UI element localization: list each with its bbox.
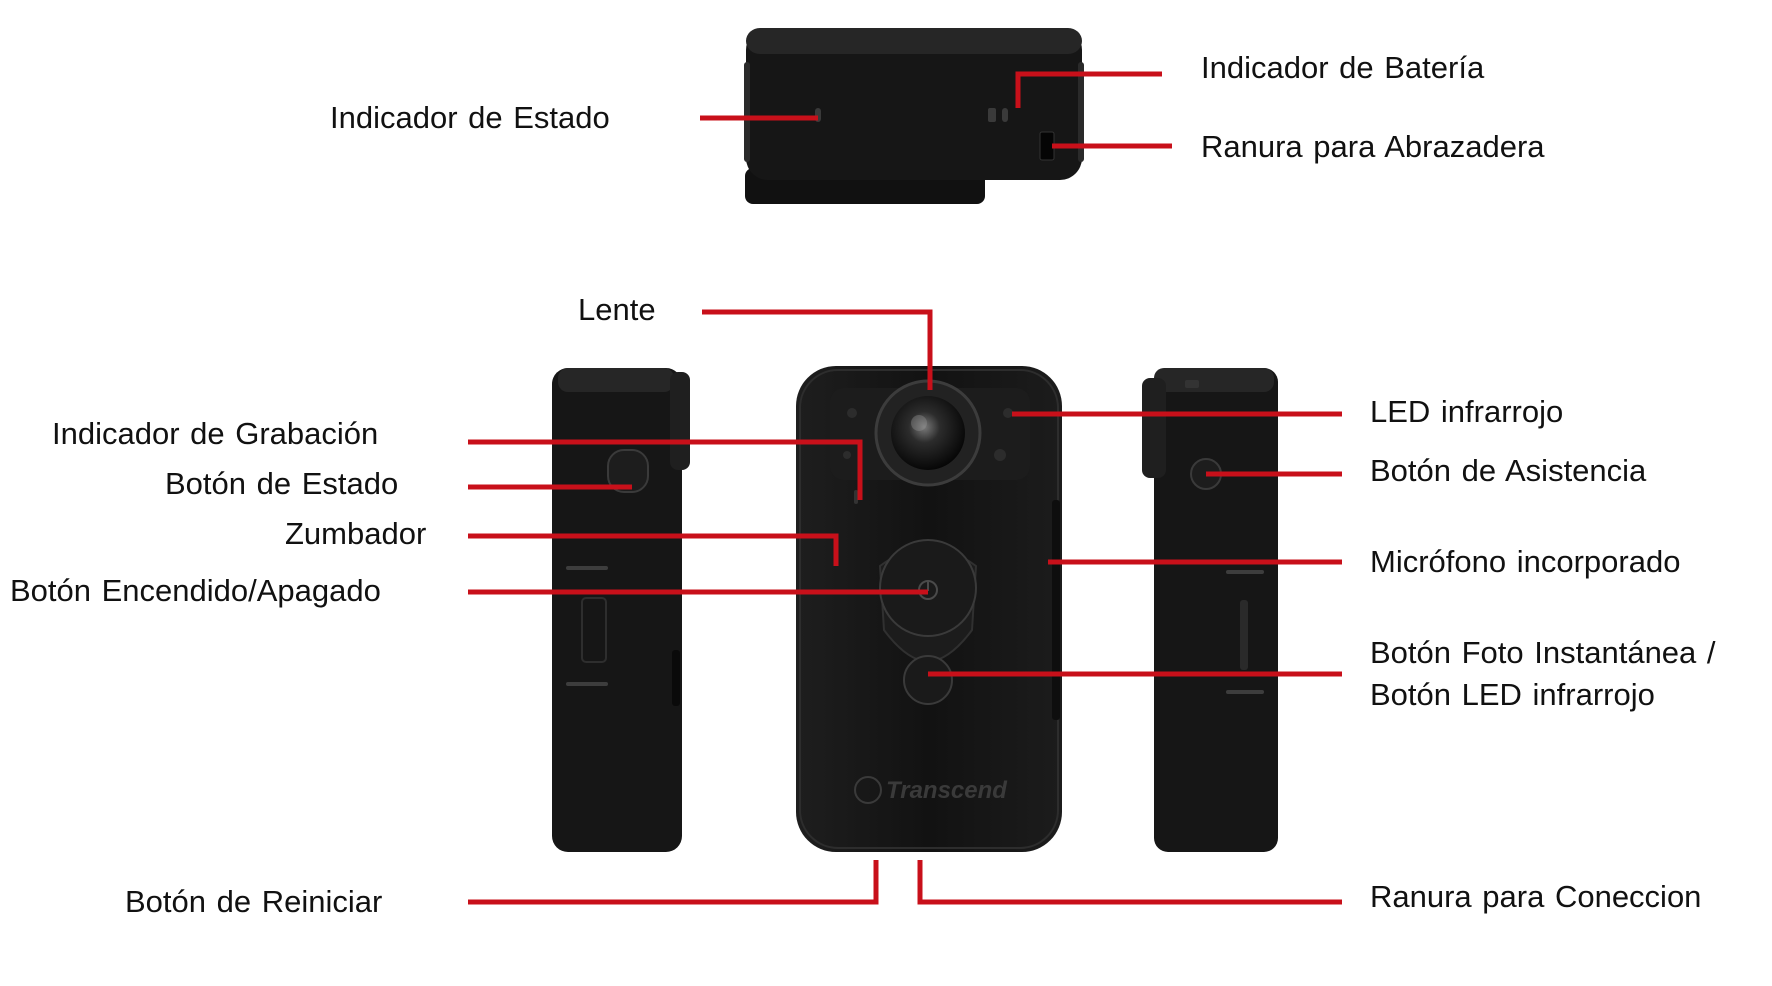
- ir-led-right: [1003, 408, 1013, 418]
- battery-led: [1002, 108, 1008, 122]
- lens-glass: [891, 396, 965, 470]
- transcend-logo-text: Transcend: [886, 777, 1008, 804]
- label-battery-indicator: Indicador de Batería: [1201, 50, 1485, 85]
- battery-icon: [988, 108, 996, 122]
- camera-top-view: [744, 28, 1084, 204]
- label-buzzer: Zumbador: [285, 516, 427, 551]
- leader-lens: [702, 309, 933, 390]
- label-recording-indicator: Indicador de Grabación: [52, 416, 379, 451]
- label-assist-button: Botón de Asistencia: [1370, 453, 1647, 488]
- label-lens: Lente: [578, 292, 656, 327]
- leader-connection-slot: [917, 860, 1342, 905]
- label-status-button: Botón de Estado: [165, 466, 399, 501]
- camera-right-side-view: [1142, 368, 1278, 852]
- snapshot-button: [903, 655, 953, 705]
- leader-reset-button: [468, 860, 879, 905]
- label-clamp-slot: Ranura para Abrazadera: [1201, 129, 1545, 164]
- label-snapshot-button-line2: Botón LED infrarrojo: [1370, 677, 1655, 712]
- status-button-side: [607, 449, 649, 493]
- label-reset-button: Botón de Reiniciar: [125, 884, 383, 919]
- recording-led: [854, 490, 858, 504]
- transcend-logo-icon: [854, 776, 882, 804]
- camera-front-view: Transcend: [796, 366, 1062, 852]
- label-power-button: Botón Encendido/Apagado: [10, 573, 381, 608]
- label-snapshot-button-line1: Botón Foto Instantánea /: [1370, 635, 1716, 670]
- clamp-slot-opening: [1039, 131, 1055, 161]
- leader-buzzer: [468, 533, 839, 566]
- leader-lines: [468, 71, 1342, 905]
- leader-battery-indicator: [1015, 71, 1162, 108]
- label-status-indicator: Indicador de Estado: [330, 100, 610, 135]
- leader-recording-indicator: [468, 439, 863, 500]
- label-ir-led: LED infrarrojo: [1370, 394, 1564, 429]
- ir-led-left: [847, 408, 857, 418]
- label-microphone: Micrófono incorporado: [1370, 544, 1681, 579]
- label-connection-slot: Ranura para Coneccion: [1370, 879, 1702, 914]
